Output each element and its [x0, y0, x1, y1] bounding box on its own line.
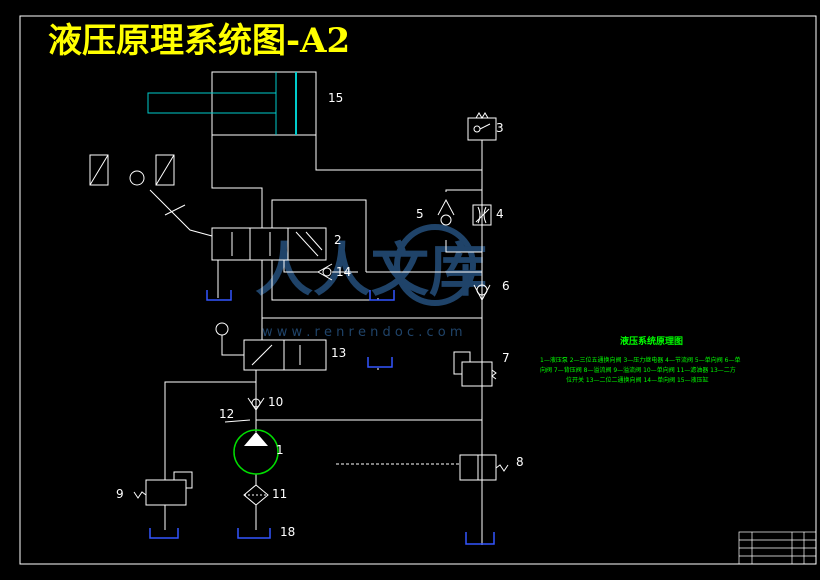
- label-11: 11: [272, 487, 287, 501]
- legend: 液压系统原理图 1—液压泵 2—三位五通换向阀 3—压力继电器 4—节流阀 5—…: [540, 335, 740, 384]
- label-14: 14: [336, 265, 351, 279]
- title-block: [738, 531, 817, 565]
- tank-icon: [465, 532, 495, 545]
- label-4: 4: [496, 207, 504, 221]
- line-valve2-a: [271, 199, 367, 272]
- legend-line-3: 位开关 13—二位二通换向阀 14—单向阀 15—液压缸: [566, 376, 709, 384]
- drawing-border: [19, 15, 817, 565]
- pressure-switch-icon: [467, 112, 497, 141]
- tanks: [149, 290, 495, 545]
- legend-line-1: 1—液压泵 2—三位五通换向阀 3—压力继电器 4—节流阀 5—单向阀 6—单: [540, 356, 740, 364]
- label-8: 8: [516, 455, 524, 469]
- check-valve-10-icon: [247, 397, 265, 411]
- label-2: 2: [334, 233, 342, 247]
- check-valve-6-icon: [473, 284, 491, 302]
- page-title: 液压原理系统图-A2: [48, 21, 350, 61]
- label-18: 18: [280, 525, 295, 539]
- label-1: 1: [276, 443, 284, 457]
- cylinder-15: [147, 71, 317, 136]
- legend-line-2: 向阀 7—背压阀 8—溢流阀 9—溢流阀 10—单向阀 11—滤油器 13—二方: [540, 366, 736, 374]
- cylinder-body: [211, 71, 317, 136]
- lever-stops-icon: [89, 154, 175, 186]
- relief-valve-9-icon: [133, 471, 193, 506]
- relief-valve-8-icon: [459, 454, 509, 481]
- tank-icon: [237, 528, 271, 539]
- label-9: 9: [116, 487, 124, 501]
- watermark-brand: 人人文库: [255, 236, 487, 304]
- pump-icon: [224, 419, 279, 475]
- label-15: 15: [328, 91, 343, 105]
- line-to-relief9: [164, 381, 256, 480]
- watermark-logo-icon: [394, 224, 476, 306]
- label-5: 5: [416, 207, 424, 221]
- line-bypass-bottom: [445, 240, 482, 253]
- tank-icon: [149, 528, 179, 539]
- line-v2-tank: [271, 260, 379, 301]
- check-valve-5-icon: [437, 198, 455, 226]
- label-6: 6: [502, 279, 510, 293]
- label-12: 12: [219, 407, 234, 421]
- throttle-valve-4-icon: [472, 204, 492, 226]
- legend-title: 液压系统原理图: [620, 335, 683, 347]
- line-cylinder-left: [211, 135, 263, 228]
- label-10: 10: [268, 395, 283, 409]
- hydraulic-lines: [164, 135, 483, 545]
- directional-valve-13-icon: [215, 322, 327, 371]
- tank-icon: [369, 290, 395, 301]
- line-cylinder-right: [315, 135, 483, 171]
- tank-icon: [206, 290, 232, 301]
- label-13: 13: [331, 346, 346, 360]
- back-pressure-valve-7-icon: [453, 351, 497, 387]
- directional-valve-2-icon: [129, 170, 327, 261]
- cylinder-rod-icon: [147, 92, 277, 114]
- watermark-url: w w w . r e n r e n d o c . c o m: [262, 325, 463, 340]
- line-bypass-top: [445, 189, 482, 192]
- filter-icon: [243, 484, 269, 506]
- line-to-check14: [283, 260, 318, 273]
- label-7: 7: [502, 351, 510, 365]
- tank-icon: [367, 357, 393, 368]
- watermark: 人人文库 w w w . r e n r e n d o c . c o m: [255, 224, 487, 340]
- check-valve-14-icon: [316, 263, 333, 281]
- label-3: 3: [496, 121, 504, 135]
